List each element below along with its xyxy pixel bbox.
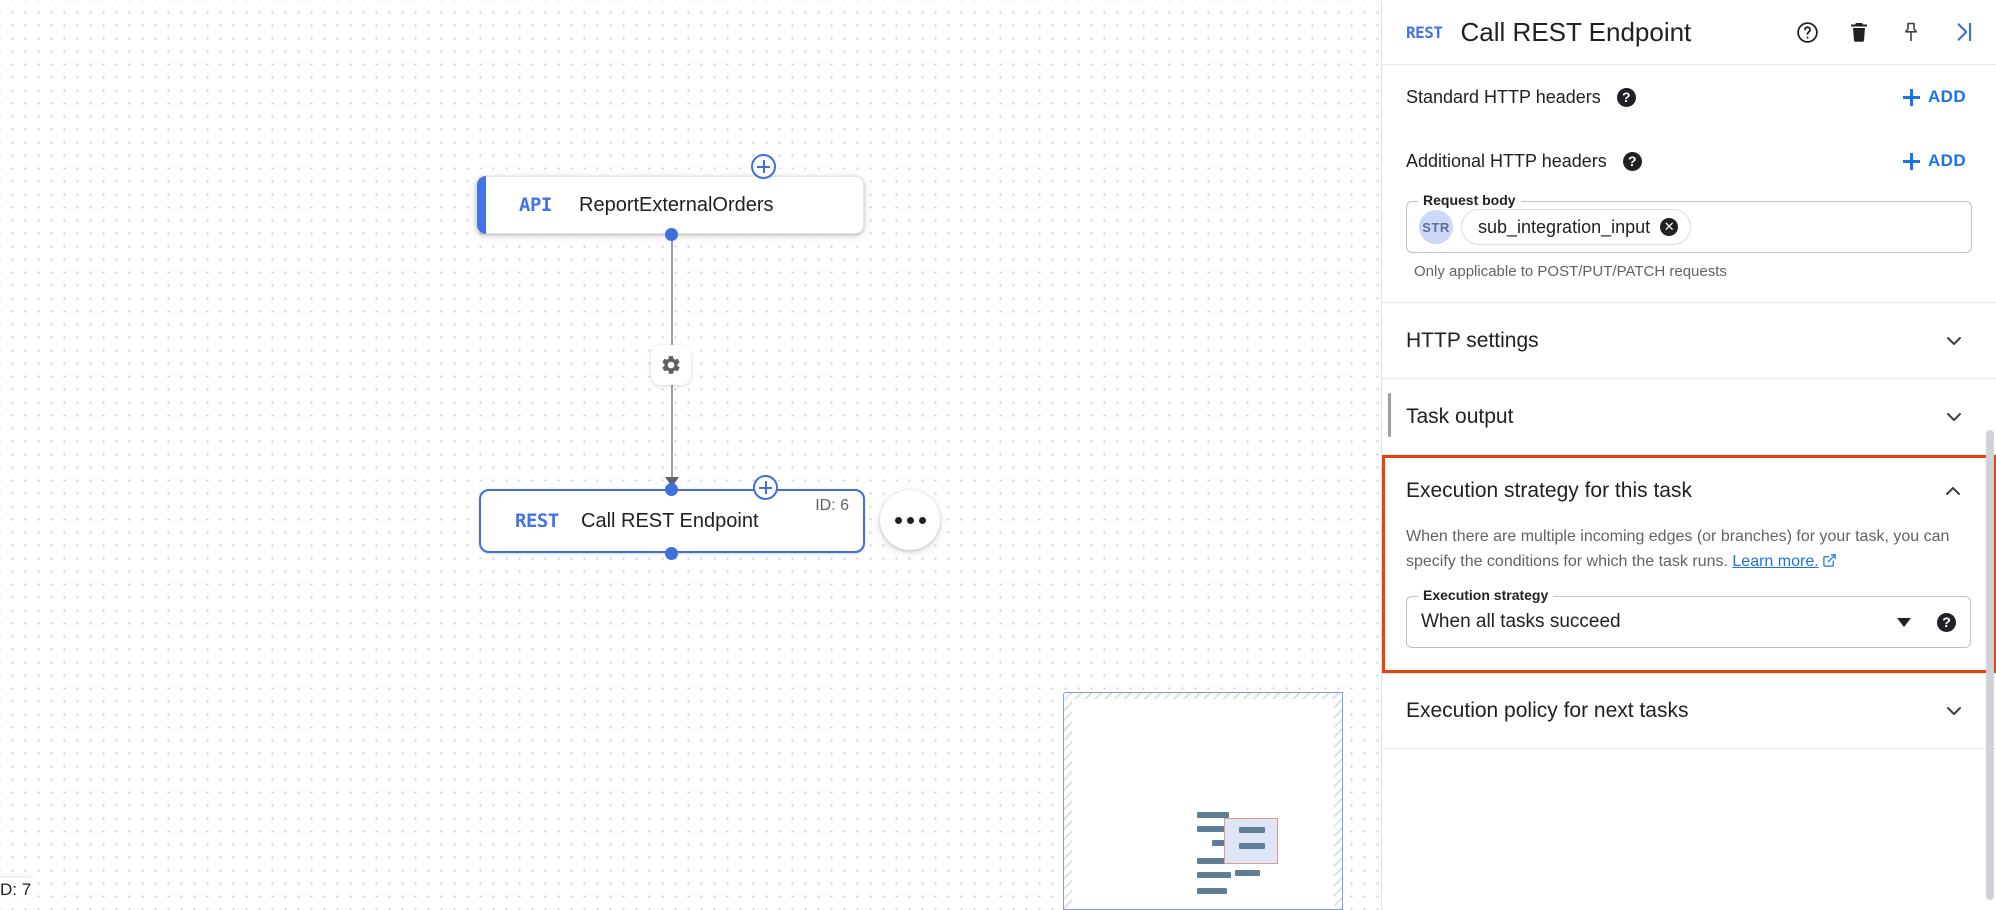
help-icon[interactable]: ? bbox=[1937, 612, 1956, 632]
more-options-icon[interactable] bbox=[880, 490, 940, 550]
collapse-panel-icon[interactable] bbox=[1950, 19, 1976, 45]
delete-icon[interactable] bbox=[1846, 19, 1872, 45]
plus-icon bbox=[1902, 88, 1920, 106]
chevron-down-icon[interactable] bbox=[1942, 329, 1966, 353]
node-output-port[interactable] bbox=[665, 228, 678, 241]
minimap-node-bar bbox=[1197, 826, 1225, 832]
help-icon[interactable] bbox=[1794, 19, 1820, 45]
divider bbox=[1382, 302, 1996, 303]
chevron-down-icon[interactable] bbox=[1942, 699, 1966, 723]
additional-http-headers-row: Additional HTTP headers ? ADD bbox=[1382, 129, 1996, 193]
string-type-badge: STR bbox=[1419, 210, 1453, 244]
help-icon[interactable]: ? bbox=[1616, 87, 1636, 107]
node-id-label: ID: 6 bbox=[815, 497, 849, 514]
external-link-icon[interactable] bbox=[1822, 551, 1837, 576]
panel-header-actions bbox=[1794, 19, 1982, 45]
section-title: Execution policy for next tasks bbox=[1406, 699, 1689, 722]
execution-strategy-section[interactable]: Execution strategy for this task When th… bbox=[1382, 455, 1996, 673]
request-body-hint: Only applicable to POST/PUT/PATCH reques… bbox=[1414, 263, 1727, 280]
minimap-node-bar bbox=[1197, 872, 1231, 878]
execution-strategy-value: When all tasks succeed bbox=[1421, 611, 1621, 632]
kebab-dot bbox=[918, 516, 926, 524]
node-output-port[interactable] bbox=[665, 547, 678, 560]
description-line-1: When there are multiple incoming edges (… bbox=[1406, 528, 1889, 545]
settings-gear-icon[interactable] bbox=[651, 345, 691, 385]
panel-header: REST Call REST Endpoint bbox=[1382, 0, 1996, 65]
clipped-node-id-label: D: 7 bbox=[0, 878, 38, 902]
kebab-dot bbox=[894, 516, 902, 524]
node-type-tag: API bbox=[519, 194, 552, 216]
minimap-inner bbox=[1072, 699, 1334, 909]
node-title: Call REST Endpoint bbox=[581, 509, 759, 532]
description-line-2: you can specify the conditions for which… bbox=[1406, 528, 1950, 570]
canvas-node-rest[interactable]: REST Call REST Endpoint ID: 6 bbox=[479, 489, 865, 553]
minimap-node-bar bbox=[1197, 858, 1229, 864]
canvas-minimap[interactable] bbox=[1063, 692, 1343, 910]
request-body-legend: Request body bbox=[1418, 192, 1521, 208]
execution-strategy-select[interactable]: Execution strategy When all tasks succee… bbox=[1406, 587, 1971, 648]
section-title: Execution strategy for this task bbox=[1406, 479, 1692, 502]
chevron-down-icon[interactable] bbox=[1897, 617, 1911, 627]
additional-http-headers-label: Additional HTTP headers bbox=[1406, 150, 1607, 171]
page-title: Call REST Endpoint bbox=[1460, 16, 1692, 47]
canvas-node-api[interactable]: API ReportExternalOrders bbox=[476, 176, 864, 234]
scroll-position-marker bbox=[1388, 393, 1391, 437]
section-title: HTTP settings bbox=[1406, 328, 1539, 352]
add-additional-header-button[interactable]: ADD bbox=[1902, 151, 1966, 171]
chevron-up-icon[interactable] bbox=[1941, 479, 1965, 503]
edge-arrowhead bbox=[665, 477, 679, 487]
execution-strategy-description: When there are multiple incoming edges (… bbox=[1385, 524, 1993, 576]
learn-more-link[interactable]: Learn more. bbox=[1732, 553, 1819, 570]
node-type-tag: REST bbox=[515, 510, 559, 532]
panel-scrollbar[interactable] bbox=[1986, 430, 1994, 900]
standard-http-headers-row: Standard HTTP headers ? ADD bbox=[1382, 65, 1996, 129]
minimap-node-bar bbox=[1197, 812, 1229, 818]
task-config-panel: REST Call REST Endpoint bbox=[1381, 0, 1996, 910]
minimap-node-bar bbox=[1239, 843, 1265, 849]
plus-icon bbox=[1902, 152, 1920, 170]
minimap-viewport-rect[interactable] bbox=[1224, 818, 1278, 864]
section-title: Task output bbox=[1406, 404, 1514, 428]
add-label: ADD bbox=[1927, 151, 1966, 170]
node-title: ReportExternalOrders bbox=[579, 193, 774, 216]
pin-icon[interactable] bbox=[1898, 19, 1924, 45]
node-input-port[interactable] bbox=[665, 483, 678, 496]
standard-http-headers-label: Standard HTTP headers bbox=[1406, 86, 1601, 107]
add-standard-header-button[interactable]: ADD bbox=[1902, 87, 1966, 107]
minimap-node-bar bbox=[1235, 870, 1260, 876]
workflow-canvas[interactable]: API ReportExternalOrders REST Call REST … bbox=[0, 0, 1381, 910]
chevron-down-icon[interactable] bbox=[1942, 405, 1966, 429]
add-node-plus-icon-bottom[interactable] bbox=[753, 475, 778, 500]
add-label: ADD bbox=[1927, 87, 1966, 106]
panel-type-tag: REST bbox=[1406, 22, 1443, 42]
execution-strategy-header[interactable]: Execution strategy for this task bbox=[1385, 458, 1993, 524]
minimap-node-bar bbox=[1197, 888, 1227, 894]
add-node-plus-icon-top[interactable] bbox=[751, 154, 776, 179]
request-body-field[interactable]: Request body STR sub_integration_input ✕ bbox=[1406, 192, 1972, 253]
section-execution-policy[interactable]: Execution policy for next tasks bbox=[1382, 673, 1996, 749]
close-icon[interactable]: ✕ bbox=[1660, 218, 1679, 236]
node-accent-bar bbox=[477, 176, 486, 234]
chip-label: sub_integration_input bbox=[1478, 216, 1651, 237]
panel-body: Standard HTTP headers ? ADD Additional H… bbox=[1382, 65, 1996, 910]
section-task-output[interactable]: Task output bbox=[1382, 379, 1996, 455]
execution-strategy-legend: Execution strategy bbox=[1418, 587, 1554, 603]
request-body-variable-chip[interactable]: sub_integration_input ✕ bbox=[1461, 209, 1692, 245]
kebab-dot bbox=[906, 516, 914, 524]
minimap-node-bar bbox=[1239, 827, 1265, 833]
section-http-settings[interactable]: HTTP settings bbox=[1382, 303, 1996, 379]
help-icon[interactable]: ? bbox=[1622, 151, 1642, 171]
